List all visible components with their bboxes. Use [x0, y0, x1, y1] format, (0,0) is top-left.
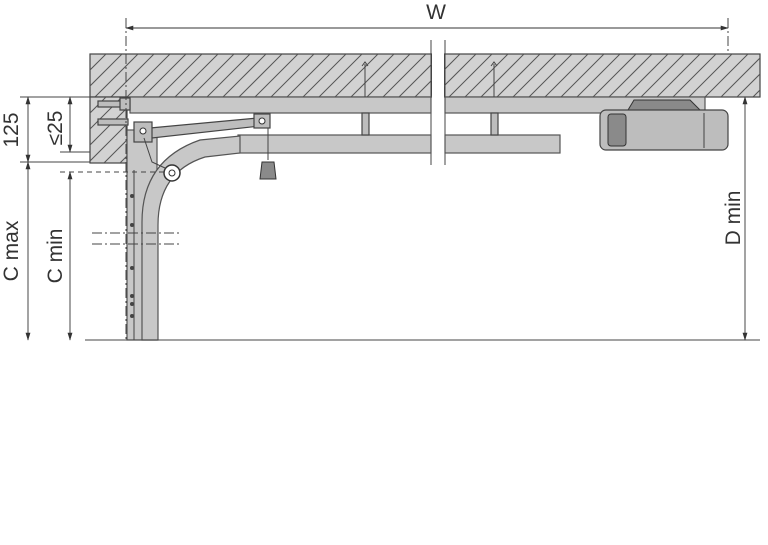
hatch-line — [444, 54, 477, 87]
hatch-line — [688, 54, 733, 97]
label-w: W — [426, 1, 446, 24]
wall-anchor-bolt — [97, 97, 131, 126]
hatch-line — [142, 54, 187, 97]
hatch-line — [720, 57, 760, 97]
hatch-line — [576, 54, 621, 97]
hatch-line — [448, 54, 493, 97]
hatch-line — [90, 54, 91, 55]
emergency-release-handle — [259, 128, 277, 180]
break-mark — [430, 40, 446, 168]
horizontal-track — [237, 134, 561, 154]
hatch-line — [190, 54, 235, 97]
hatch-line — [672, 54, 717, 97]
hatch-line — [640, 54, 685, 97]
hinge-dot — [130, 302, 134, 306]
hatch-line — [110, 54, 155, 97]
track-roller — [163, 164, 181, 182]
hatch-line — [222, 54, 267, 97]
hatch-line — [398, 63, 432, 97]
hatch-line — [334, 54, 379, 97]
hinge-dot — [130, 223, 134, 227]
hatch-line — [302, 54, 347, 97]
label-c-min: C min — [44, 229, 67, 284]
hatch-line — [528, 54, 573, 97]
hatch-line — [736, 73, 760, 97]
opener-motor-unit — [599, 99, 729, 151]
ceiling-hanger — [361, 61, 499, 136]
hatch-line — [238, 54, 283, 97]
hatch-line — [254, 54, 299, 97]
hinge-dot — [130, 294, 134, 298]
hatch-line — [656, 54, 701, 97]
hatch-line — [158, 54, 203, 97]
hatch-line — [318, 54, 363, 97]
hatch-line — [512, 54, 557, 97]
hatch-line — [382, 54, 427, 97]
hatch-line — [94, 54, 139, 97]
hatch-line — [480, 54, 525, 97]
hatch-line — [174, 54, 219, 97]
hatch-line — [286, 54, 331, 97]
hatch-line — [350, 54, 395, 97]
hatch-line — [90, 54, 123, 87]
hatch-line — [592, 54, 637, 97]
hatch-line — [608, 54, 653, 97]
hatch-line — [414, 79, 432, 97]
hatch-line — [270, 54, 315, 97]
door-hinges — [130, 194, 134, 318]
door-arm — [133, 113, 271, 169]
label-le25: ≤25 — [44, 111, 67, 146]
hatch-line — [126, 54, 171, 97]
label-c-max: C max — [0, 220, 23, 281]
hatch-line — [444, 54, 461, 71]
hatch-line — [103, 139, 127, 163]
label-d-min: D min — [722, 191, 745, 246]
hinge-dot — [130, 194, 134, 198]
hatch-line — [464, 54, 509, 97]
hatch-line — [704, 54, 749, 97]
hatch-line — [90, 54, 107, 71]
hatch-line — [90, 97, 123, 130]
hinge-dot — [130, 314, 134, 318]
hatch-line — [90, 97, 107, 114]
wall-lintel — [89, 96, 128, 164]
hatch-line — [206, 54, 251, 97]
label-125: 125 — [0, 112, 23, 147]
hatch-line — [496, 54, 541, 97]
hinge-dot — [130, 266, 134, 270]
hatch-line — [624, 54, 669, 97]
hatch-line — [544, 54, 589, 97]
hatch-line — [560, 54, 605, 97]
vertical-track — [126, 129, 241, 341]
hatch-line — [90, 107, 127, 146]
reference-lines — [20, 18, 760, 341]
ceiling-slab — [89, 53, 761, 98]
hatch-line — [90, 123, 127, 162]
hatch-line — [366, 54, 411, 97]
